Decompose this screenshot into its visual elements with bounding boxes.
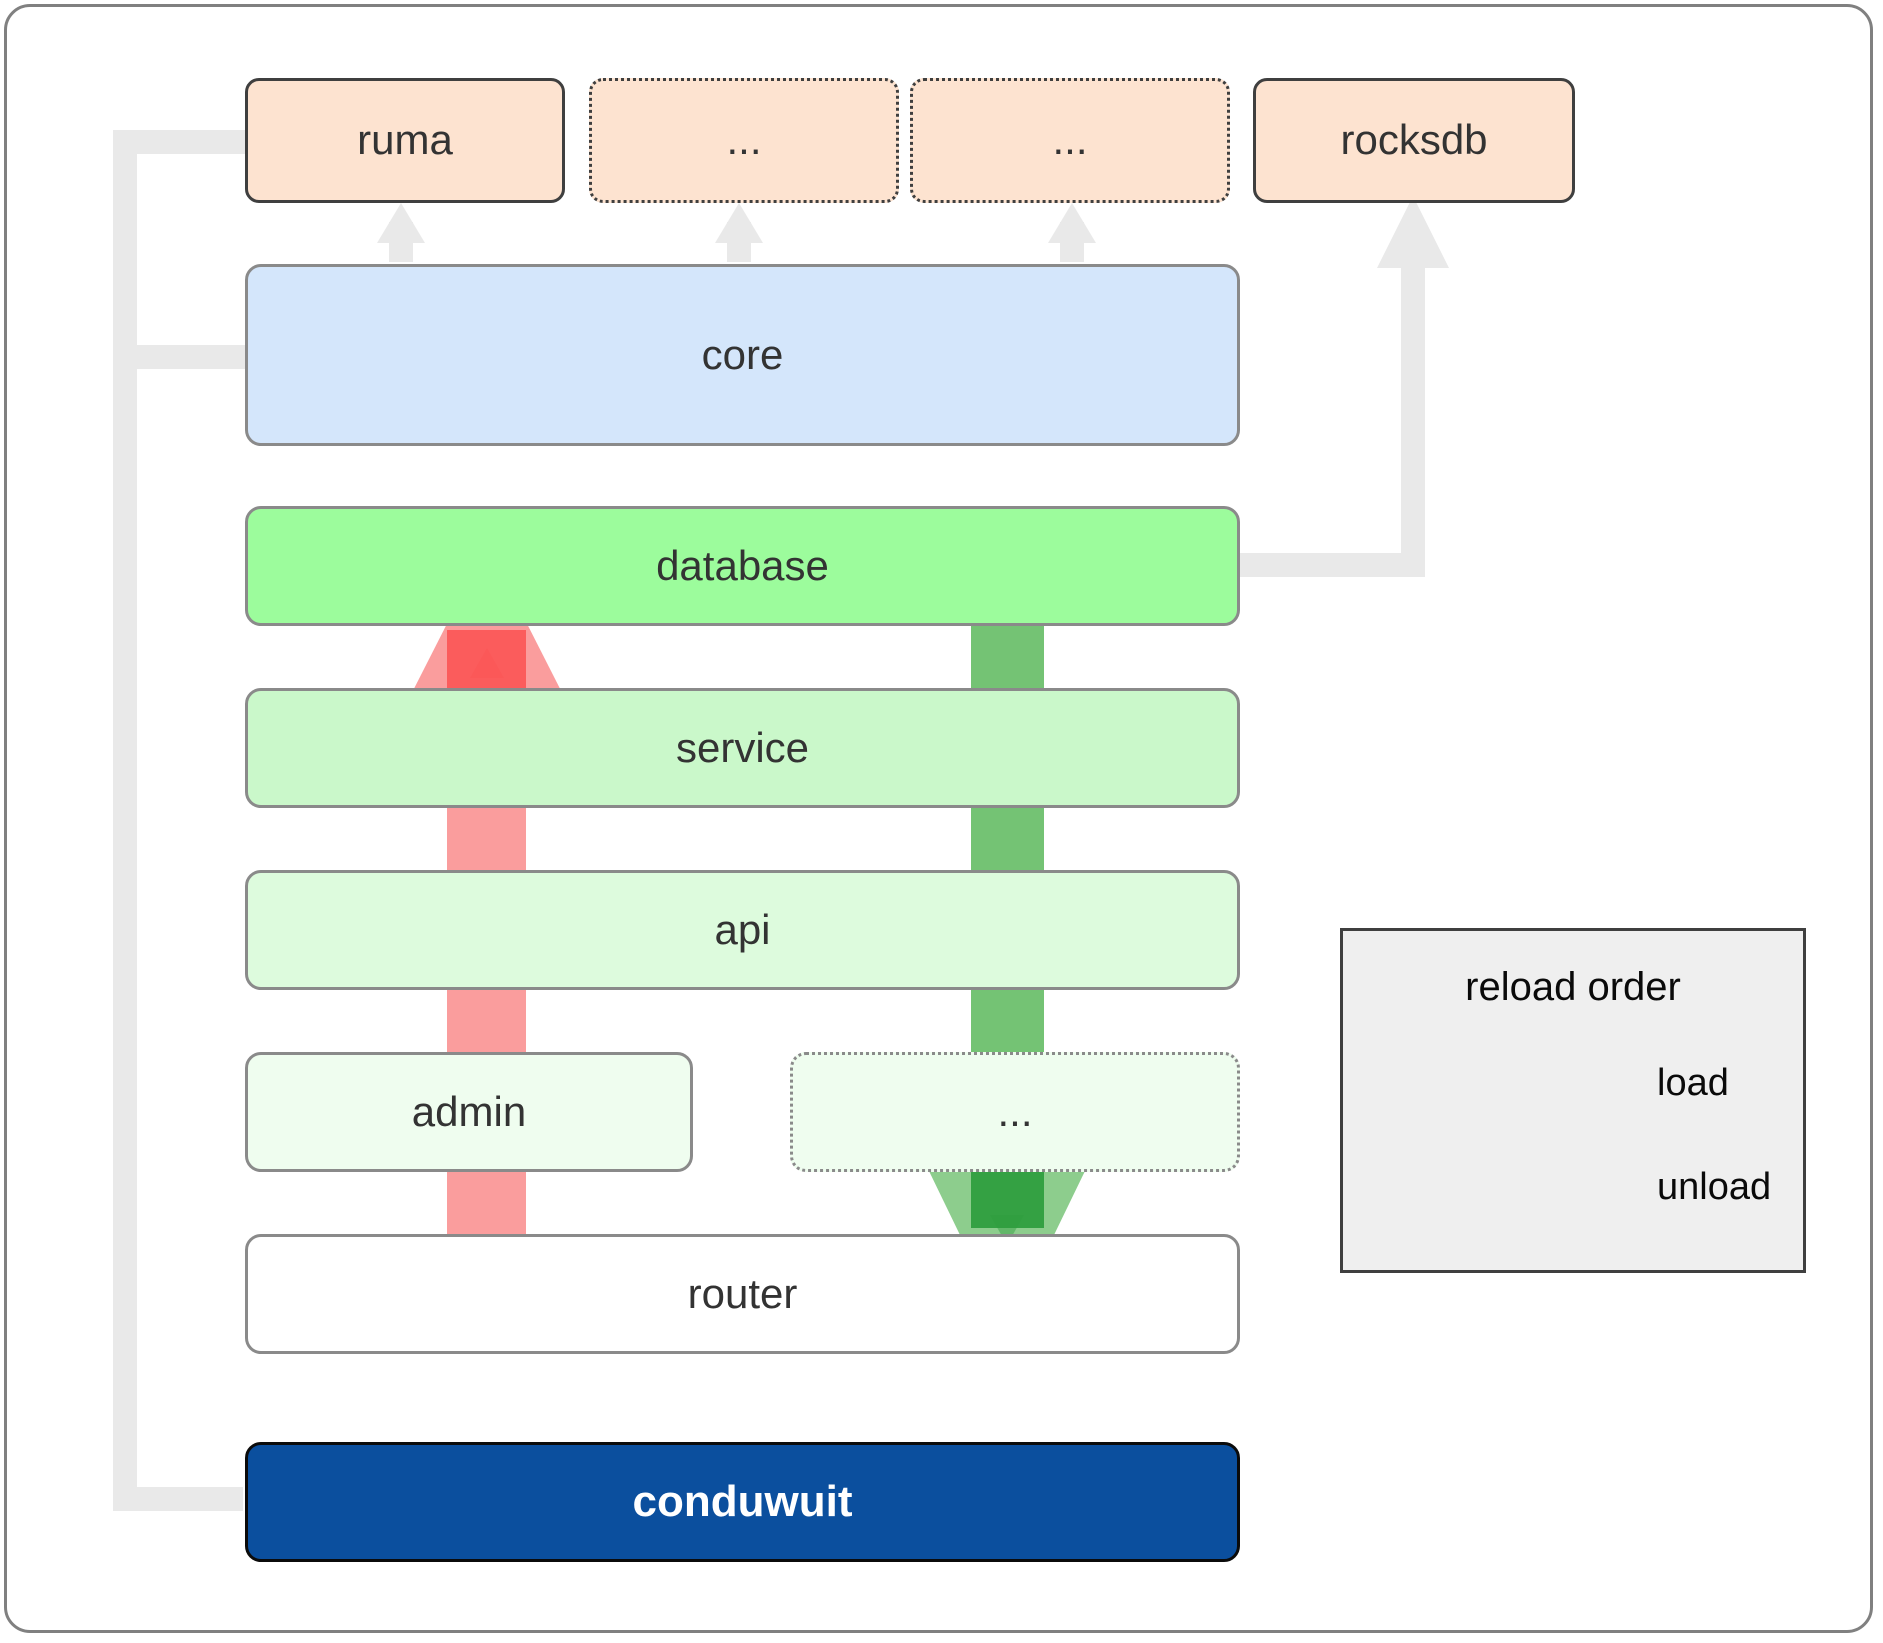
layer-label-database: database xyxy=(656,541,829,589)
layer-label-api: api xyxy=(714,905,771,953)
layer-label-router: router xyxy=(687,1269,798,1317)
dependency-box-ellipsis-a[interactable]: ... xyxy=(589,78,899,203)
legend-title: reload order xyxy=(1465,965,1681,1009)
layer-label-service: service xyxy=(675,723,810,771)
core-box[interactable]: core xyxy=(245,264,1240,446)
layer-label-admin: admin xyxy=(411,1087,527,1135)
legend-label-load: load xyxy=(1657,1062,1729,1104)
layer-box-admin[interactable]: admin xyxy=(245,1052,693,1172)
dependency-label-rocksdb: rocksdb xyxy=(1340,116,1488,164)
connector-rocksdb-vertical xyxy=(1401,220,1425,565)
layer-label-ellipsis: ... xyxy=(997,1087,1033,1135)
connector-database-right xyxy=(1240,553,1425,577)
layer-box-ellipsis[interactable]: ... xyxy=(790,1052,1240,1172)
connector-to-conduwuit xyxy=(113,1487,243,1511)
dependency-box-ellipsis-b[interactable]: ... xyxy=(910,78,1230,203)
dependency-label-ellipsis-a: ... xyxy=(726,116,762,164)
binary-label-conduwuit: conduwuit xyxy=(632,1476,853,1526)
layer-box-api[interactable]: api xyxy=(245,870,1240,990)
layer-box-database[interactable]: database xyxy=(245,506,1240,626)
layer-box-service[interactable]: service xyxy=(245,688,1240,808)
layer-box-router[interactable]: router xyxy=(245,1234,1240,1354)
legend-panel: reload order load unload xyxy=(1340,928,1806,1273)
diagram-frame xyxy=(4,4,1873,1633)
core-label: core xyxy=(701,330,784,378)
dependency-box-ruma[interactable]: ruma xyxy=(245,78,565,203)
dependency-label-ruma: ruma xyxy=(357,116,453,164)
dependency-label-ellipsis-b: ... xyxy=(1052,116,1088,164)
dependency-box-rocksdb[interactable]: rocksdb xyxy=(1253,78,1575,203)
binary-box-conduwuit[interactable]: conduwuit xyxy=(245,1442,1240,1562)
legend-label-unload: unload xyxy=(1657,1166,1772,1208)
connector-trunk-vertical xyxy=(113,130,137,1510)
